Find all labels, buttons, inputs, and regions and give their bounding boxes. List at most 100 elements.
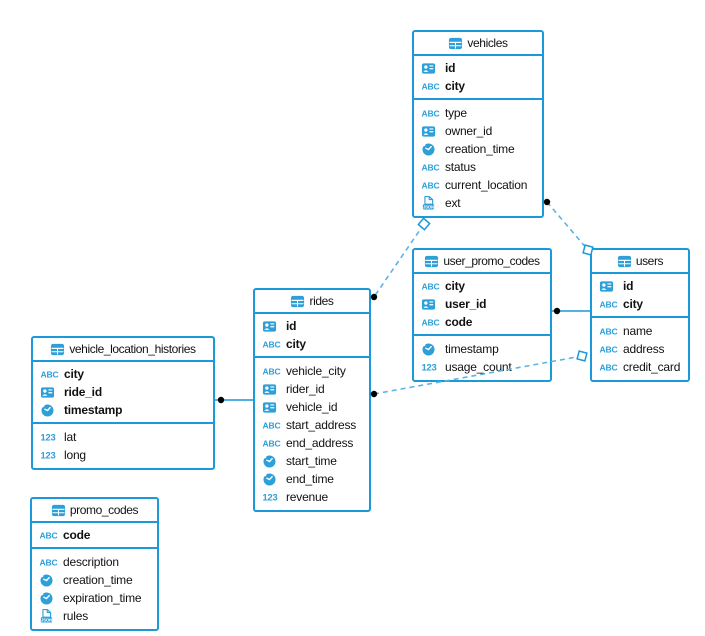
svg-text:123: 123 [41,451,56,461]
123-icon: 123 [421,360,441,374]
abc-icon: ABC [599,297,619,311]
svg-text:ABC: ABC [41,370,59,380]
table-name: promo_codes [69,503,139,517]
field-row[interactable]: creation_time [32,571,157,589]
field-name: expiration_time [63,591,142,605]
abc-icon: ABC [599,360,619,374]
field-name: user_id [445,297,487,311]
table-icon [448,36,463,51]
field-row[interactable]: creation_time [414,140,542,158]
svg-text:ABC: ABC [263,439,281,449]
table-header[interactable]: user_promo_codes [414,250,550,274]
field-row[interactable]: id [592,277,688,295]
field-row[interactable]: ABC code [32,526,157,544]
abc-icon: ABC [421,160,441,174]
table-header[interactable]: users [592,250,688,274]
table-name: vehicles [467,36,508,50]
field-row[interactable]: end_time [255,470,369,488]
clock-icon [421,142,441,157]
field-row[interactable]: rider_id [255,380,369,398]
field-row[interactable]: ABC city [592,295,688,313]
field-name: start_address [286,418,357,432]
field-row[interactable]: ABC code [414,313,550,331]
field-row[interactable]: expiration_time [32,589,157,607]
field-row[interactable]: 123 long [33,446,213,464]
table-header[interactable]: promo_codes [32,499,157,523]
field-name: name [623,324,653,338]
field-name: code [63,528,91,542]
field-row[interactable]: start_time [255,452,369,470]
field-name: city [623,297,643,311]
field-row[interactable]: timestamp [414,340,550,358]
field-name: timestamp [64,403,123,417]
field-row[interactable]: JSON ext [414,194,542,212]
field-name: rider_id [286,382,325,396]
relationship-dot-marker [370,390,378,398]
svg-text:ABC: ABC [40,531,58,541]
field-row[interactable]: id [255,317,369,335]
field-row[interactable]: vehicle_id [255,398,369,416]
svg-text:ABC: ABC [422,318,440,328]
relationship-dot-marker [370,293,378,301]
field-name: long [64,448,86,462]
svg-text:ABC: ABC [263,340,281,350]
field-row[interactable]: ride_id [33,383,213,401]
table-header[interactable]: rides [255,290,369,314]
field-row[interactable]: user_id [414,295,550,313]
svg-text:123: 123 [422,363,437,373]
field-row[interactable]: id [414,59,542,77]
field-name: ext [445,196,461,210]
table-header[interactable]: vehicle_location_histories [33,338,213,362]
field-name: ride_id [64,385,102,399]
table-header[interactable]: vehicles [414,32,542,56]
clock-icon [421,342,441,357]
id-badge-icon [262,400,282,415]
field-row[interactable]: timestamp [33,401,213,419]
clock-icon [262,454,282,469]
abc-icon: ABC [262,337,282,351]
field-name: id [445,61,456,75]
svg-text:123: 123 [41,433,56,443]
field-row[interactable]: owner_id [414,122,542,140]
field-name: code [445,315,473,329]
field-name: current_location [445,178,528,192]
svg-text:ABC: ABC [600,300,618,310]
table-icon [290,294,305,309]
json-icon: JSON [421,195,441,211]
table-name: user_promo_codes [443,254,540,268]
clock-icon [40,403,60,418]
id-badge-icon [262,319,282,334]
relationship-line-vehicles-users[interactable] [546,201,589,251]
relationship-dot-marker [553,307,561,315]
svg-text:JSON: JSON [423,204,434,209]
